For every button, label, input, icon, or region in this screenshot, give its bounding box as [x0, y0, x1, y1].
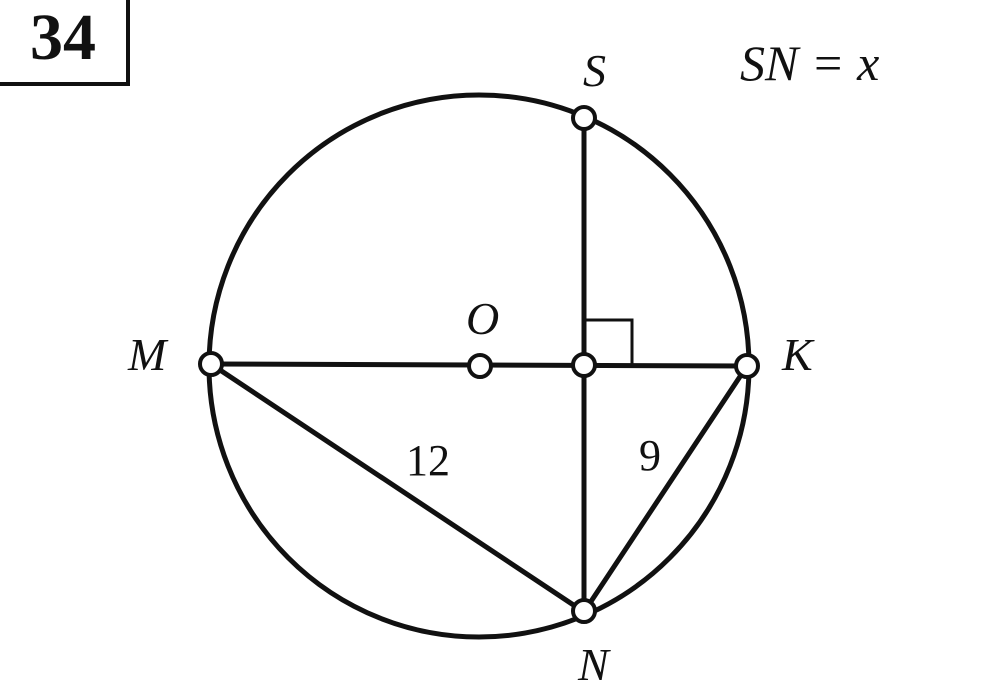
- point-intersection: [571, 352, 597, 378]
- label-o: O: [466, 293, 499, 344]
- segment-kn: [581, 363, 750, 615]
- length-mn: 12: [406, 436, 450, 485]
- point-m: [198, 351, 224, 377]
- point-n: [571, 598, 597, 624]
- problem-number-box: 34: [0, 0, 130, 86]
- segment-mn: [208, 361, 587, 615]
- right-angle-marker: [586, 318, 634, 364]
- label-k: K: [781, 329, 815, 380]
- point-o: [467, 353, 493, 379]
- point-k: [734, 353, 760, 379]
- label-s: S: [583, 45, 606, 96]
- label-n: N: [577, 639, 611, 689]
- label-m: M: [127, 329, 169, 380]
- length-kn: 9: [639, 431, 661, 480]
- problem-condition: SN = x: [740, 35, 880, 91]
- problem-number: 34: [30, 1, 96, 74]
- point-s: [571, 105, 597, 131]
